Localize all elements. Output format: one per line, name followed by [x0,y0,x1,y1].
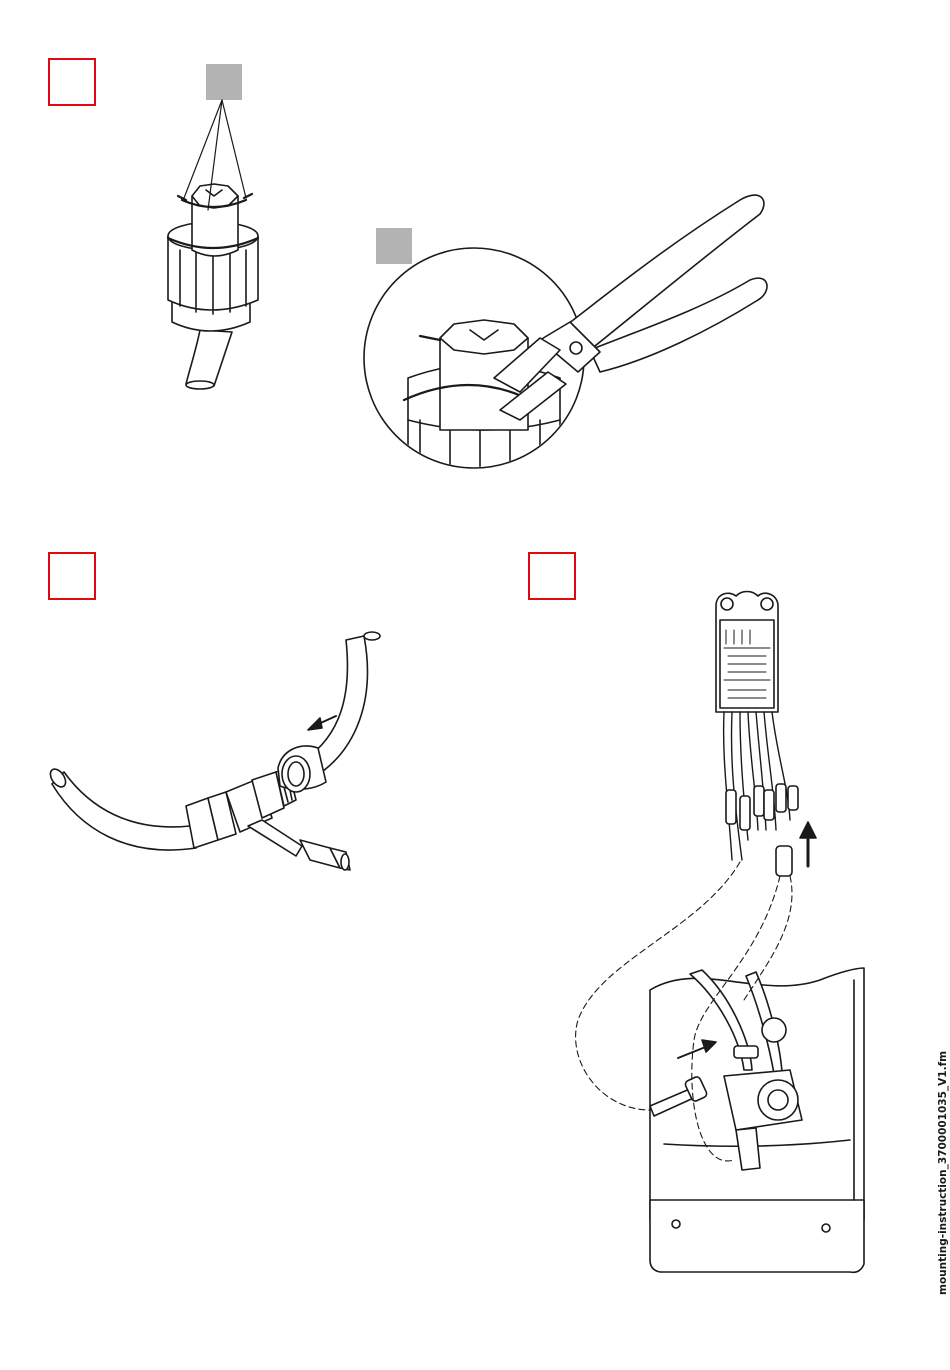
control-unit-wiring [576,592,864,1273]
hose-t-piece-connection [47,632,380,870]
footer-filename: mounting-instruction_3700001035_V1.fm [937,1051,949,1295]
hose-fitting-with-cable-ties [168,100,258,389]
side-cutter-detail [364,195,767,470]
